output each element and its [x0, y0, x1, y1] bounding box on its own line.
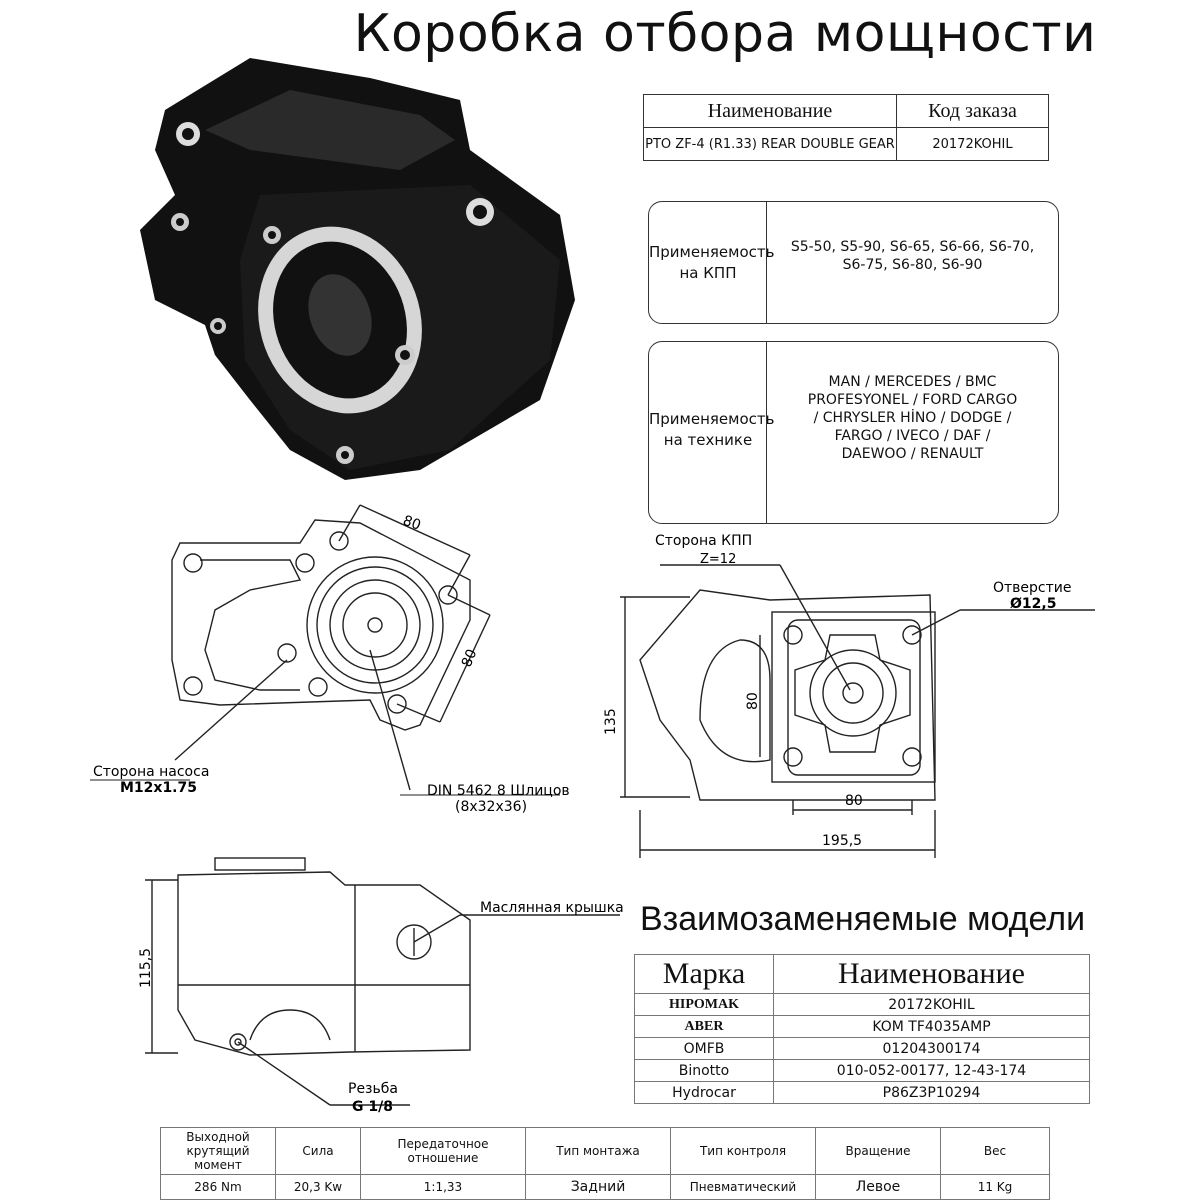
model-cell: KOM TF4035AMP	[773, 1015, 1090, 1038]
vehicle-line: PROFESYONEL / FORD CARGO	[807, 392, 1018, 408]
box-divider	[766, 342, 767, 523]
model-cell: 01204300174	[773, 1037, 1090, 1060]
vehicle-applicability-box: Применяемость на технике MAN / MERCEDES …	[648, 341, 1059, 524]
specs-table: Выходной крутящий момент Сила Передаточн…	[160, 1127, 1050, 1200]
brand-cell: ABER	[634, 1015, 774, 1038]
gearbox-label-line2: на КПП	[679, 264, 737, 282]
dim-195: 195,5	[822, 833, 862, 849]
bottom-side-drawing	[145, 857, 620, 1106]
model-cell: 010-052-00177, 12-43-174	[773, 1059, 1090, 1082]
gear-side-view-drawing	[620, 564, 1095, 858]
splines-line2: (8x32x36)	[455, 799, 527, 815]
spec-header-torque: Выходной крутящий момент	[160, 1127, 276, 1175]
vehicle-list: MAN / MERCEDES / BMC PROFESYONEL / FORD …	[767, 373, 1058, 463]
spec-power: 20,3 Kw	[275, 1174, 361, 1200]
order-table: Наименование Код заказа PTO ZF-4 (R1.33)…	[643, 94, 1049, 161]
dim-135: 135	[603, 708, 619, 735]
order-code: 20172KOHIL	[896, 127, 1049, 161]
brand-cell: HIPOMAK	[634, 993, 774, 1016]
hole-value: Ø12,5	[1010, 596, 1056, 612]
vehicle-label-line2: на технике	[663, 431, 753, 449]
spec-weight: 11 Kg	[940, 1174, 1050, 1200]
spec-header-power: Сила	[275, 1127, 361, 1175]
dim-80-vertical: 80	[745, 692, 761, 710]
vehicle-label-line1: Применяемость	[649, 410, 775, 428]
gearbox-label-line1: Применяемость	[649, 243, 775, 261]
vehicle-label: Применяемость на технике	[649, 409, 775, 451]
vehicle-line: FARGO / IVECO / DAF /	[834, 428, 991, 444]
table-row: OMFB 01204300174	[634, 1037, 1090, 1060]
dim-80-top: 80	[401, 513, 423, 534]
spec-header-rotation: Вращение	[815, 1127, 941, 1175]
gear-side-label: Сторона КПП	[655, 533, 752, 549]
hole-label: Отверстие	[993, 580, 1072, 596]
thread-value: G 1/8	[352, 1099, 393, 1115]
splines-line1: DIN 5462 8 Шлицов	[427, 783, 570, 799]
table-row: Binotto 010-052-00177, 12-43-174	[634, 1059, 1090, 1082]
spec-header-mount: Тип монтажа	[525, 1127, 671, 1175]
pump-side-label: Сторона насоса	[93, 764, 209, 780]
gearbox-value-line1: S5-50, S5-90, S6-65, S6-66, S6-70,	[790, 239, 1035, 255]
vehicle-line: MAN / MERCEDES / BMC	[828, 374, 997, 390]
thread-label: Резьба	[348, 1081, 398, 1097]
spec-control: Пневматический	[670, 1174, 816, 1200]
page-title: Коробка отбора мощности	[353, 4, 1097, 64]
models-title: Взаимозаменяемые модели	[640, 900, 1086, 938]
table-row: Hydrocar P86Z3P10294	[634, 1081, 1090, 1104]
dim-80-horizontal: 80	[845, 793, 863, 809]
gearbox-value: S5-50, S5-90, S6-65, S6-66, S6-70, S6-75…	[767, 238, 1058, 274]
gearbox-label: Применяемость на КПП	[649, 242, 775, 284]
vehicle-line: DAEWOO / RENAULT	[841, 446, 984, 462]
spec-mount: Задний	[525, 1174, 671, 1200]
spec-header-weight: Вес	[940, 1127, 1050, 1175]
brand-cell: Binotto	[634, 1059, 774, 1082]
order-name: PTO ZF-4 (R1.33) REAR DOUBLE GEAR	[643, 127, 897, 161]
spec-ratio: 1:1,33	[360, 1174, 526, 1200]
gearbox-value-line2: S6-75, S6-80, S6-90	[842, 257, 983, 273]
pump-thread: M12x1.75	[120, 780, 197, 796]
pto-3d-render	[140, 58, 575, 480]
z-label: Z=12	[700, 552, 736, 567]
vehicle-line: / CHRYSLER HİNO / DODGE /	[813, 410, 1012, 426]
models-header-name: Наименование	[773, 954, 1090, 994]
brand-cell: OMFB	[634, 1037, 774, 1060]
oil-cap-label: Маслянная крышка	[480, 900, 624, 916]
models-table: Марка Наименование HIPOMAK 20172KOHIL AB…	[634, 954, 1090, 1104]
spec-rotation: Левое	[815, 1174, 941, 1200]
models-header-brand: Марка	[634, 954, 774, 994]
spec-header-control: Тип контроля	[670, 1127, 816, 1175]
gearbox-applicability-box: Применяемость на КПП S5-50, S5-90, S6-65…	[648, 201, 1059, 324]
box-divider	[766, 202, 767, 323]
table-row: HIPOMAK 20172KOHIL	[634, 993, 1090, 1016]
table-row: ABER KOM TF4035AMP	[634, 1015, 1090, 1038]
dim-80-side: 80	[459, 647, 481, 670]
dim-115: 115,5	[138, 948, 154, 988]
order-header-code: Код заказа	[896, 94, 1049, 128]
front-view-drawing	[171, 504, 491, 791]
model-cell: P86Z3P10294	[773, 1081, 1090, 1104]
model-cell: 20172KOHIL	[773, 993, 1090, 1016]
spec-header-ratio: Передаточное отношение	[360, 1127, 526, 1175]
spec-torque: 286 Nm	[160, 1174, 276, 1200]
order-header-name: Наименование	[643, 94, 897, 128]
brand-cell: Hydrocar	[634, 1081, 774, 1104]
